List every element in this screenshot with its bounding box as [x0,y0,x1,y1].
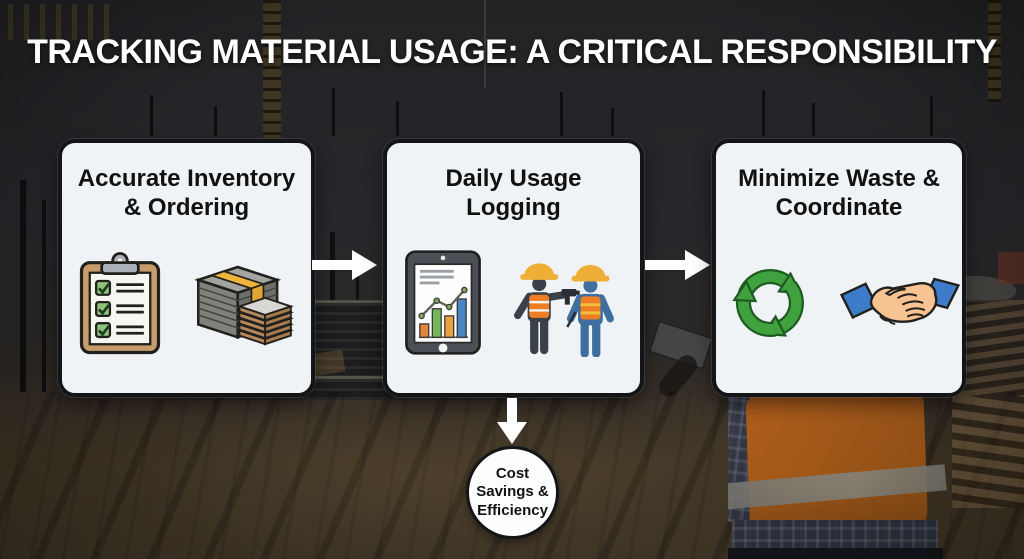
worker-right [565,264,614,357]
rebar-silhouette [150,95,153,136]
rebar-silhouette [214,106,217,136]
checklist-row [94,300,144,317]
worker-arm-silhouette [654,351,702,401]
rebar-silhouette [611,108,614,136]
worker-plaid-shirt [732,520,938,554]
container [998,252,1024,284]
rebar-silhouette [332,88,335,136]
card-icons [716,223,962,393]
checklist-row [94,279,144,296]
slide-title: TRACKING MATERIAL USAGE: A CRITICAL RESP… [27,33,997,71]
slab-stack [235,296,294,346]
card-minimize-waste: Minimize Waste & Coordinate [712,139,966,397]
handshake-icon [840,277,960,325]
recycle-icon [718,254,822,352]
rebar-silhouette [812,103,815,136]
material-stack-icon [193,265,294,346]
card-icons [387,223,640,393]
rebar-silhouette [930,96,933,136]
worker-pants [728,548,943,559]
card-accurate-inventory: Accurate Inventory & Ordering [58,139,315,397]
card-title: Accurate Inventory & Ordering [77,165,296,222]
worker-plaid-sleeve [728,390,769,525]
construction-workers-icon [513,263,614,357]
scaffold-pole [20,180,26,392]
pallet-stack [305,300,395,395]
card-daily-usage-logging: Daily Usage Logging [383,139,644,397]
worker-photo [728,390,976,559]
arrow-down-icon [497,398,527,444]
tablet-chart-icon [404,250,481,355]
held-clipboard-silhouette [648,319,714,371]
clipboard-checklist-icon [79,251,160,354]
arrow-right-icon [312,250,377,280]
card-title: Daily Usage Logging [445,165,582,222]
vest-reflective-stripe [728,464,947,510]
outcome-badge: Cost Savings & Efficiency [466,446,559,539]
plank-stack [952,396,1024,508]
rebar-silhouette [560,92,563,136]
rebar-silhouette [762,90,765,136]
scaffold-pole [42,200,46,392]
card-icons [62,223,311,393]
rebar-silhouette [396,101,399,136]
worker-left [513,263,580,355]
checklist-row [94,321,144,338]
arrow-right-icon [645,250,710,280]
worker-safety-vest [745,390,929,550]
drill-icon [561,288,580,305]
card-title: Minimize Waste & Coordinate [738,165,940,222]
